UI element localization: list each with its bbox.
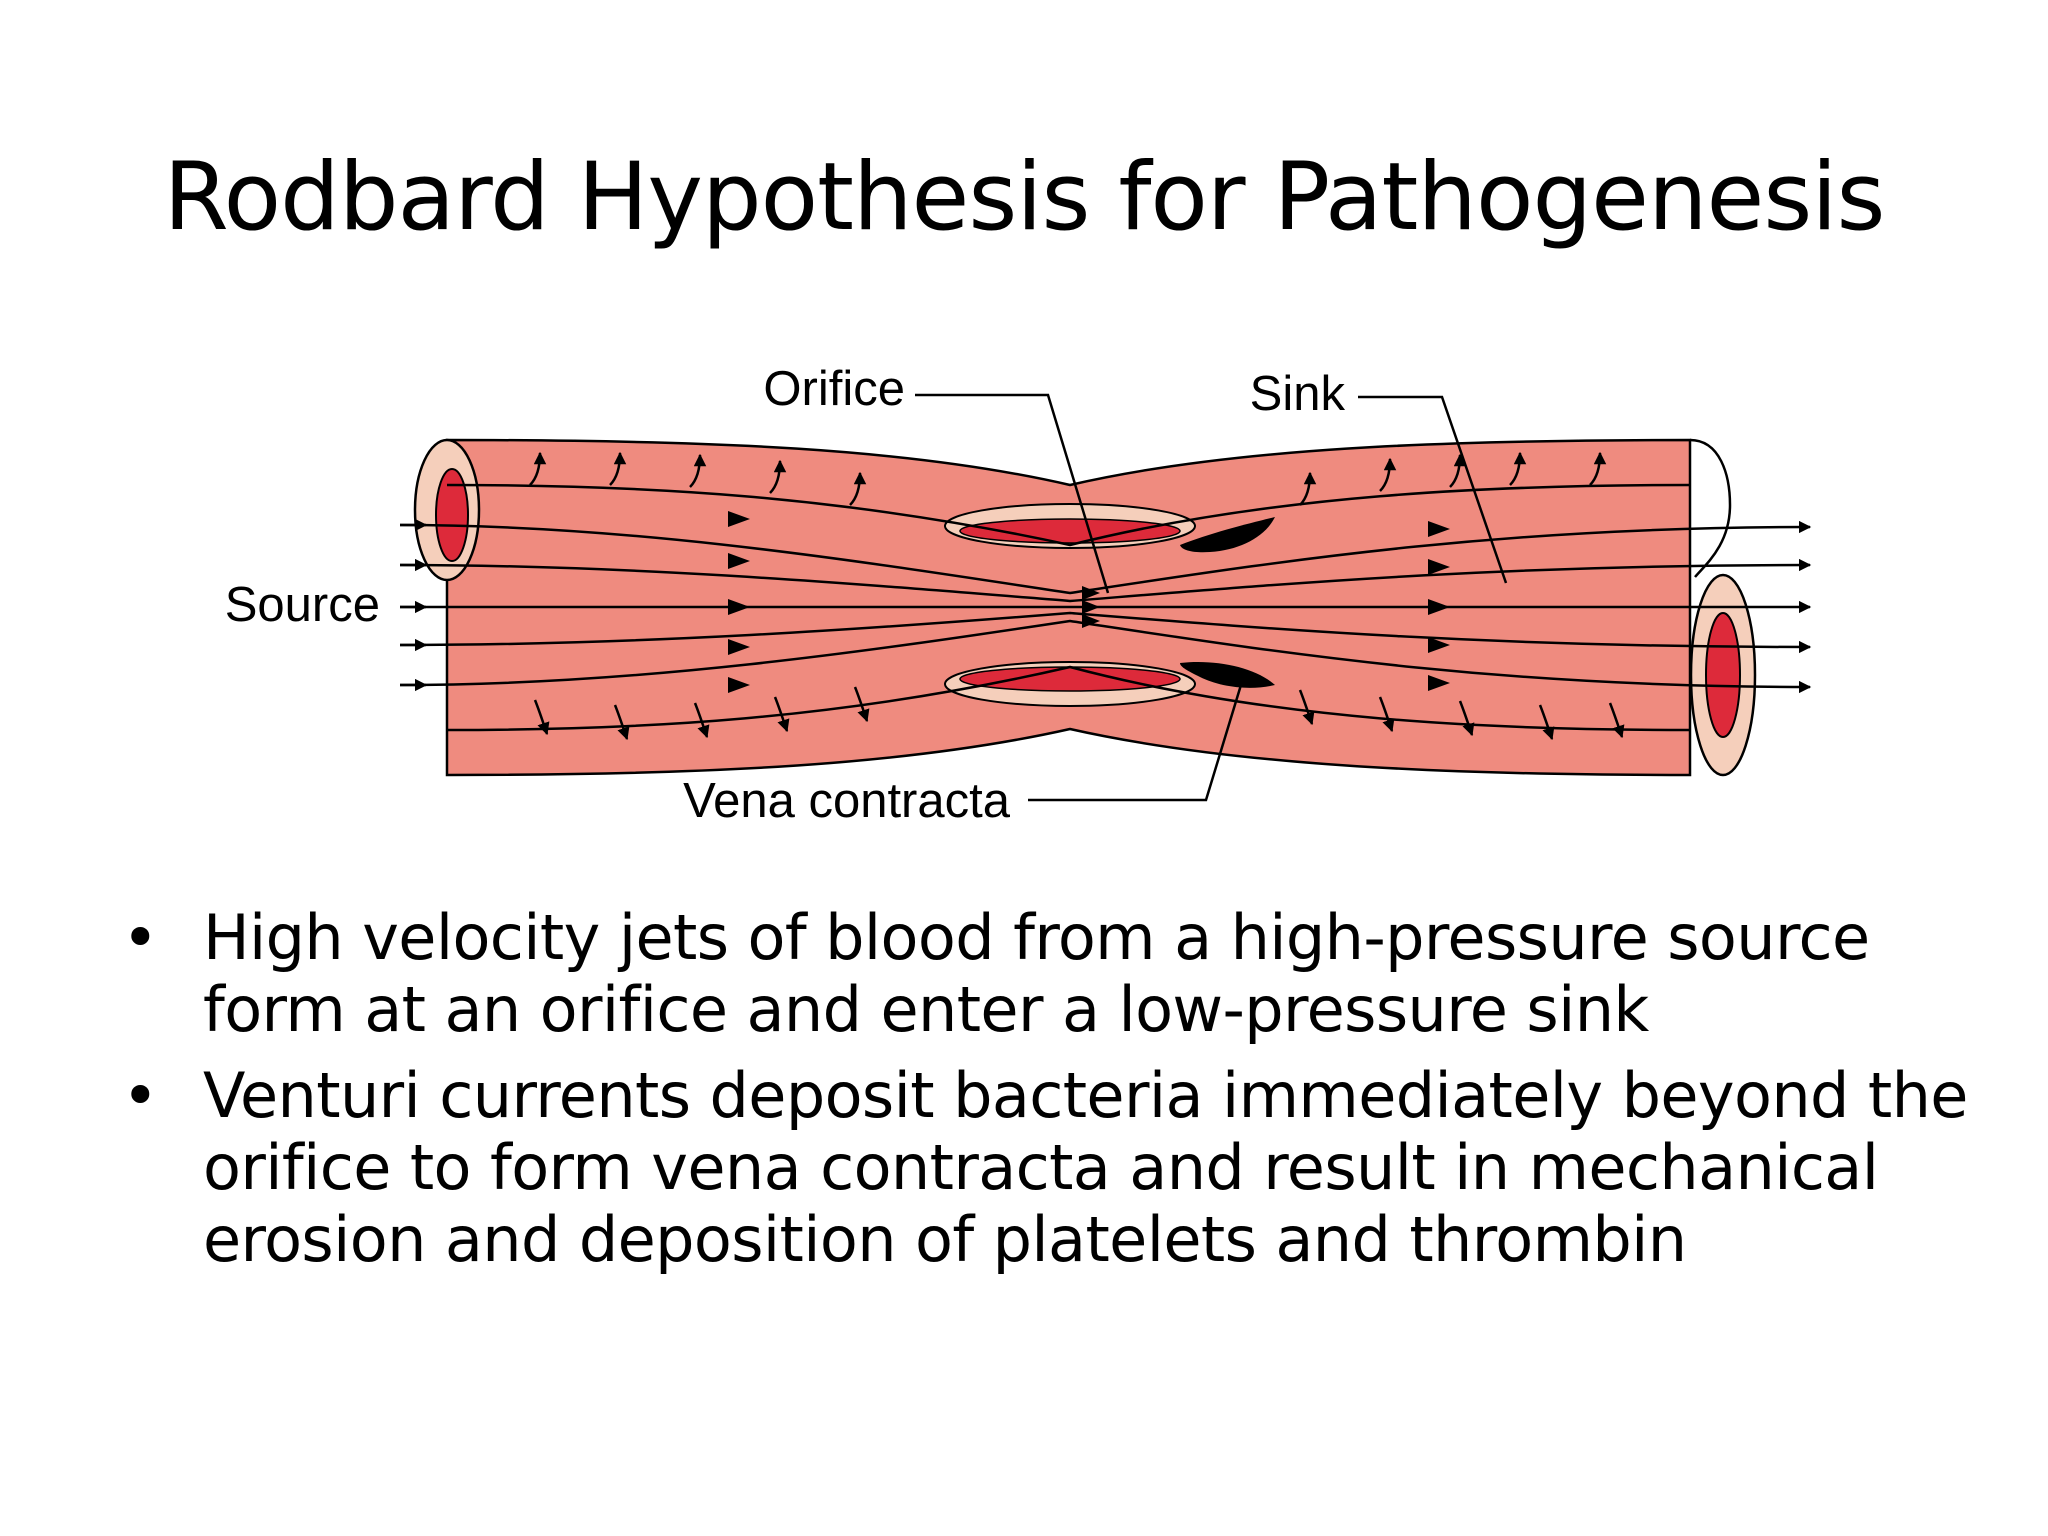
sink-label: Sink xyxy=(1250,367,1346,421)
sink-leader xyxy=(1358,395,1508,584)
source-label: Source xyxy=(225,578,380,632)
vena-contracta-leader xyxy=(1028,674,1246,802)
venturi-diagram: Orifice Sink Source Vena contracta xyxy=(225,362,1812,828)
leader-lines xyxy=(915,393,1508,802)
orifice-upper-lip-inner xyxy=(959,518,1181,544)
lower-deposit xyxy=(1180,661,1275,688)
orifice-label: Orifice xyxy=(763,362,905,416)
vessel-inlet-lumen xyxy=(435,468,469,562)
slide-title: Rodbard Hypothesis for Pathogenesis xyxy=(163,143,1886,252)
bullet-glyph: • xyxy=(122,901,159,974)
lower-eddy-arrows xyxy=(533,686,1625,741)
bullet-text: Venturi currents deposit bacteria immedi… xyxy=(203,1059,1968,1276)
source-inflow-arrows xyxy=(400,518,428,692)
upper-eddy-arrows xyxy=(529,451,1607,506)
orifice-leader xyxy=(915,393,1110,594)
upper-deposit xyxy=(1180,517,1275,553)
vena-contracta-label: Vena contracta xyxy=(683,774,1011,828)
vessel-outlet-lumen xyxy=(1705,612,1741,738)
bullet-item: • High velocity jets of blood from a hig… xyxy=(110,902,1990,1046)
bullet-glyph: • xyxy=(122,1059,159,1132)
bullet-text: High velocity jets of blood from a high-… xyxy=(203,901,1870,1046)
bullet-item: • Venturi currents deposit bacteria imme… xyxy=(110,1060,1990,1276)
orifice-lower-lip-inner xyxy=(959,666,1181,692)
streamlines xyxy=(399,483,1812,732)
flow-arrowheads xyxy=(728,511,1450,693)
bullet-list: • High velocity jets of blood from a hig… xyxy=(110,902,1990,1290)
